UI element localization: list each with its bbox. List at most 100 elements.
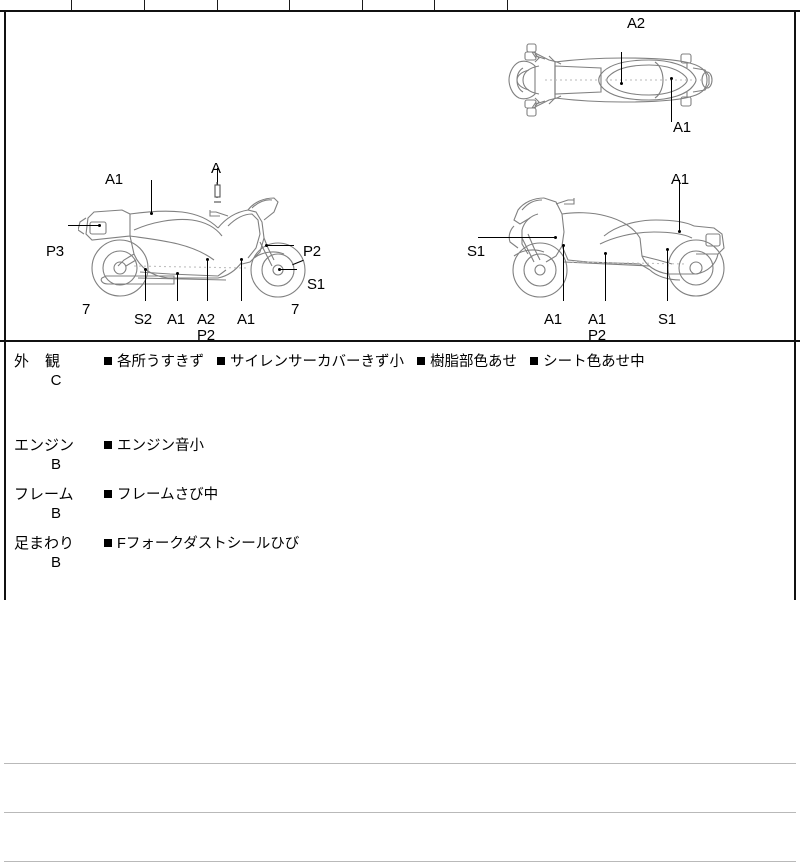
top-view-a2-leader-dot — [620, 82, 624, 86]
scooter-top-view-diagram — [505, 32, 730, 127]
right-view-label-p2: P2 — [588, 327, 606, 344]
top-table-cell-7 — [435, 0, 508, 10]
top-view-a2-leader-line — [621, 52, 623, 83]
condition-row-divider-1 — [4, 763, 796, 764]
left-view-label-a: A — [211, 160, 221, 177]
condition-items-exterior: 各所うすきず サイレンサーカバーきず小 樹脂部色あせ シート色あせ中 — [104, 352, 790, 372]
condition-item-text: シート色あせ中 — [543, 354, 645, 370]
top-view-a1-leader-line — [671, 78, 673, 122]
condition-category-frame: フレーム — [14, 486, 74, 503]
top-table-row — [0, 0, 800, 10]
left-view-label-a1-mid: A1 — [167, 311, 185, 328]
left-view-label-7-right: 7 — [291, 301, 300, 318]
condition-grade-suspension: B — [50, 554, 61, 571]
condition-item-text: エンジン音小 — [117, 438, 204, 454]
left-view-label-a1-right: A1 — [237, 311, 255, 328]
left-view-s1-leader — [279, 269, 297, 271]
scooter-right-side-view-drawing — [508, 197, 725, 298]
left-view-a1-top-dot — [150, 212, 154, 216]
condition-row-exterior: 外 観 C 各所うすきず サイレンサーカバーきず小 樹脂部色あせ シート色あせ中 — [0, 340, 800, 423]
right-view-label-s1-bottom: S1 — [658, 311, 676, 328]
scooter-top-view-drawing — [508, 43, 713, 117]
right-view-s1-leader — [667, 249, 669, 301]
condition-table: 外 観 C 各所うすきず サイレンサーカバーきず小 樹脂部色あせ シート色あせ中… — [0, 340, 800, 862]
right-view-label-a1-top: A1 — [671, 171, 689, 188]
left-view-p3-leader — [68, 225, 99, 227]
top-table-cell-6 — [363, 0, 435, 10]
condition-item: 各所うすきず — [104, 354, 204, 370]
condition-right-border — [794, 340, 796, 600]
right-view-a1-left-leader — [563, 245, 565, 301]
condition-grade-engine: B — [50, 456, 61, 473]
left-view-a1-top-leader — [151, 180, 153, 213]
condition-category-exterior: 外 観 — [14, 353, 61, 370]
condition-row-engine: エンジン B エンジン音小 — [0, 424, 800, 473]
right-view-s1-left-dot — [554, 236, 558, 240]
left-view-a1-right-leader — [241, 259, 243, 301]
condition-row-divider-2 — [4, 812, 796, 813]
right-view-label-s1-left: S1 — [467, 243, 485, 260]
left-view-label-p3: P3 — [46, 243, 64, 260]
condition-row-frame: フレーム B フレームさび中 — [0, 473, 800, 522]
top-view-label-a2: A2 — [627, 15, 645, 32]
condition-item-text: 各所うすきず — [117, 354, 204, 370]
condition-items-engine: エンジン音小 — [104, 436, 790, 456]
left-view-s2-leader — [145, 269, 147, 301]
condition-item-text: Fフォークダストシールひび — [117, 536, 300, 552]
left-view-label-7-left: 7 — [82, 301, 91, 318]
left-view-label-a1-top: A1 — [105, 171, 123, 188]
bullet-square-icon — [104, 357, 112, 365]
frame-left-border — [4, 12, 6, 340]
condition-item: Fフォークダストシールひび — [104, 536, 299, 552]
condition-table-top-rule — [0, 340, 800, 343]
top-table-bottom-rule — [0, 10, 800, 13]
left-view-label-s2: S2 — [134, 311, 152, 328]
condition-item: エンジン音小 — [104, 438, 204, 454]
condition-item: サイレンサーカバーきず小 — [217, 354, 404, 370]
condition-item-text: サイレンサーカバーきず小 — [230, 354, 405, 370]
top-inspection-table — [0, 0, 800, 10]
condition-items-frame: フレームさび中 — [104, 485, 790, 505]
right-view-s1-left-leader — [478, 237, 555, 239]
scooter-left-side-view-diagram — [68, 168, 328, 305]
condition-item: フレームさび中 — [104, 487, 218, 503]
condition-row-suspension: 足まわり B Fフォークダストシールひび — [0, 522, 800, 582]
condition-grade-frame: B — [50, 505, 61, 522]
left-view-a1-bottom-leader — [177, 273, 179, 301]
top-table-cell-8 — [508, 0, 800, 10]
top-table-cell-3 — [145, 0, 218, 10]
condition-item-text: フレームさび中 — [117, 487, 219, 503]
condition-category-engine: エンジン — [14, 437, 75, 454]
left-view-a2-leader — [207, 259, 209, 301]
top-table-cell-2 — [72, 0, 145, 10]
left-view-a-antenna-leader — [217, 168, 219, 188]
top-table-cell-5 — [290, 0, 363, 10]
top-view-label-a1: A1 — [673, 119, 691, 136]
right-view-a1-center-leader — [605, 253, 607, 301]
condition-category-suspension: 足まわり — [14, 535, 75, 552]
scooter-left-side-view-drawing — [78, 197, 306, 298]
frame-right-border — [794, 12, 796, 340]
diagram-area: A2 A1 — [0, 12, 800, 344]
condition-item: 樹脂部色あせ — [417, 354, 517, 370]
condition-left-border — [4, 340, 6, 600]
top-table-cell-4 — [218, 0, 290, 10]
left-view-label-p2-lower: P2 — [197, 327, 215, 344]
bullet-square-icon — [530, 357, 539, 365]
bullet-square-icon — [104, 539, 112, 547]
right-view-label-a1-left: A1 — [544, 311, 562, 328]
bullet-square-icon — [104, 441, 112, 449]
condition-items-suspension: Fフォークダストシールひび — [104, 534, 790, 554]
condition-item: シート色あせ中 — [530, 354, 645, 370]
left-view-label-a2: A2 — [197, 311, 215, 328]
right-view-a1-top-dot — [678, 230, 682, 234]
condition-item-text: 樹脂部色あせ — [430, 354, 518, 370]
left-view-label-p2: P2 — [303, 243, 321, 260]
bullet-square-icon — [417, 357, 426, 365]
left-view-p2-leader — [266, 245, 294, 247]
bullet-square-icon — [104, 490, 112, 498]
left-view-label-s1: S1 — [307, 276, 325, 293]
antenna-icon — [214, 182, 221, 203]
left-view-p3-dot — [98, 224, 102, 228]
condition-grade-exterior: C — [50, 372, 62, 389]
